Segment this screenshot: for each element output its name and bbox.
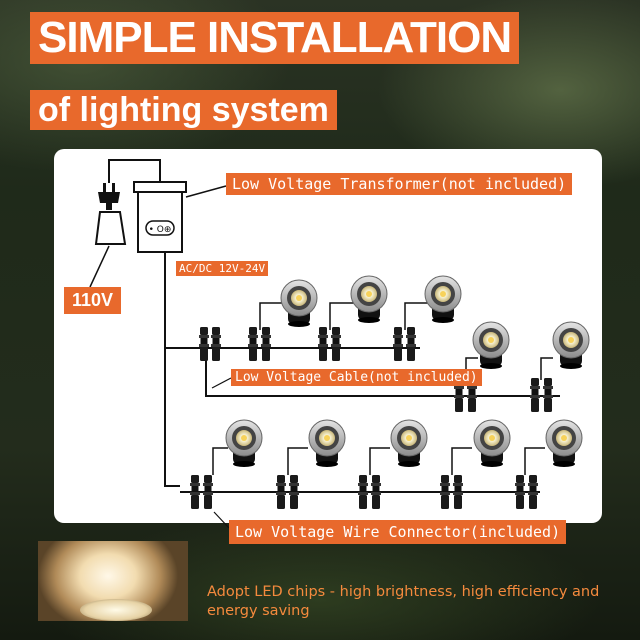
transformer-label: Low Voltage Transformer(not included) (226, 173, 573, 195)
led-spotlight-icon (225, 419, 263, 468)
transformer-pointer-line (185, 185, 227, 198)
wire-connector-icon (543, 378, 553, 412)
led-spotlight-icon (280, 279, 318, 328)
led-spotlight-icon (473, 419, 511, 468)
svg-text:• O⊕: • O⊕ (149, 225, 172, 235)
input-voltage-label: 110V (64, 287, 122, 314)
feature-caption: Adopt LED chips - high brightness, high … (207, 584, 600, 619)
main-trunk-wire (164, 252, 180, 487)
wire-connector-icon (371, 475, 381, 509)
lit-lamp-photo (38, 541, 188, 621)
wire-connector-icon (199, 327, 209, 361)
power-plug-icon (94, 183, 127, 245)
cable-label: Low Voltage Cable(not included) (231, 369, 482, 386)
wire-connector-icon (331, 327, 341, 361)
wire-connector-icon (276, 475, 286, 509)
headline-subtitle: of lighting system (30, 90, 337, 130)
wire-connector-icon (528, 475, 538, 509)
headline-title: SIMPLE INSTALLATION (30, 12, 520, 64)
transformer-box-icon: • O⊕ (133, 181, 187, 253)
connector-label: Low Voltage Wire Connector(included) (229, 520, 567, 544)
led-spotlight-icon (545, 419, 583, 468)
led-spotlight-icon (308, 419, 346, 468)
led-spotlight-icon (552, 321, 590, 370)
power-cord (108, 159, 161, 183)
led-spotlight-icon (424, 275, 462, 324)
cable-pointer-line (211, 377, 232, 389)
branch-1-leads (259, 302, 430, 330)
led-spotlight-icon (472, 321, 510, 370)
wire-connector-icon (261, 327, 271, 361)
wire-connector-icon (406, 327, 416, 361)
wire-connector-icon (318, 327, 328, 361)
wire-connector-icon (440, 475, 450, 509)
branch-2-bus (205, 360, 560, 397)
led-spotlight-icon (350, 275, 388, 324)
wire-connector-icon (515, 475, 525, 509)
wire-connector-icon (289, 475, 299, 509)
wire-connector-icon (453, 475, 463, 509)
wire-connector-icon (358, 475, 368, 509)
wire-connector-icon (530, 378, 540, 412)
plug-pointer-line (89, 245, 110, 288)
lamp-ring (80, 599, 152, 621)
wire-connector-icon (203, 475, 213, 509)
connector-pointer-line (213, 511, 230, 529)
wire-connector-icon (248, 327, 258, 361)
led-spotlight-icon (390, 419, 428, 468)
voltage-label: AC/DC 12V-24V (176, 261, 269, 276)
wire-connector-icon (211, 327, 221, 361)
wire-connector-icon (190, 475, 200, 509)
branch-3-leads (212, 447, 545, 475)
wire-connector-icon (393, 327, 403, 361)
